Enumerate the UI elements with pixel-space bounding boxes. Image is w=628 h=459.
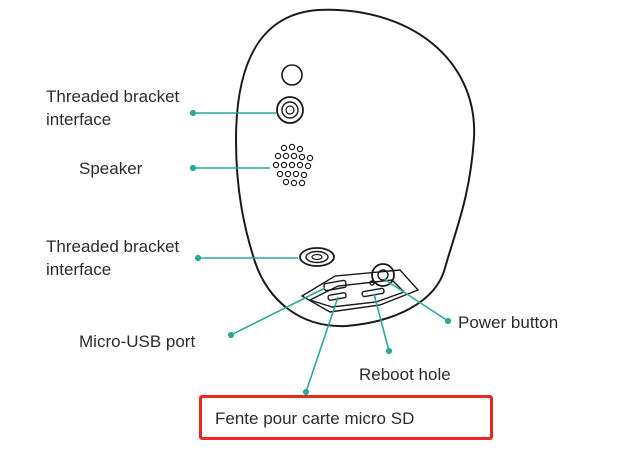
callout-micro-usb — [230, 287, 326, 336]
label-threaded-bracket-top-line1: Threaded bracket — [46, 87, 180, 106]
speaker-grille — [272, 143, 314, 187]
label-threaded-bracket-bottom-line2: interface — [46, 260, 112, 279]
label-micro-sd-slot: Fente pour carte micro SD — [215, 409, 415, 428]
label-threaded-bracket-bottom-line1: Threaded bracket — [46, 237, 180, 256]
label-reboot-hole: Reboot hole — [359, 365, 451, 384]
callout-lines — [189, 109, 452, 396]
label-threaded-bracket-top-line2: interface — [46, 110, 112, 129]
label-threaded-bracket-top: Threaded bracket interface — [46, 85, 179, 131]
power-button-illustration — [371, 263, 395, 287]
highlight-box — [199, 395, 493, 440]
camera-body-outline — [234, 8, 476, 328]
label-speaker: Speaker — [79, 159, 143, 178]
callout-sd-slot — [305, 296, 339, 393]
label-power-button: Power button — [458, 313, 559, 332]
label-micro-usb-port: Micro-USB port — [79, 332, 196, 351]
top-hole — [281, 64, 303, 86]
label-threaded-bracket-bottom: Threaded bracket interface — [46, 235, 179, 281]
threaded-bracket-bottom — [299, 247, 335, 267]
threaded-bracket-top — [276, 96, 304, 124]
callout-reboot-hole — [373, 293, 390, 352]
callout-power-button — [383, 278, 449, 322]
